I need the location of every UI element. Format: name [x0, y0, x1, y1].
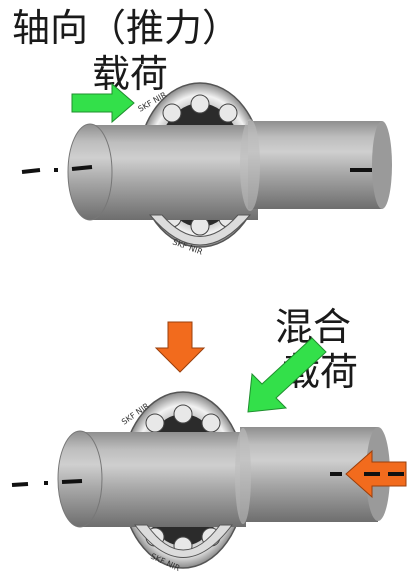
bottom-combined-arrow [247, 337, 327, 413]
top-bearing-front-ring [148, 214, 252, 246]
axial-load-subtitle: 载荷 [92, 52, 169, 96]
top-centerline [21, 165, 372, 174]
bottom-bearing-front-ring [134, 524, 234, 558]
bottom-assembly: SKF NIR SKF NIR [11, 321, 407, 573]
top-axial-arrow [71, 82, 135, 124]
top-assembly: SKF NIR SKF NIR [21, 82, 392, 257]
bottom-centerline [11, 472, 342, 487]
bottom-shaft [57, 427, 390, 528]
top-shaft [67, 119, 392, 221]
bottom-radial-arrow [154, 321, 206, 373]
axial-load-title: 轴向（推力） [12, 6, 241, 50]
